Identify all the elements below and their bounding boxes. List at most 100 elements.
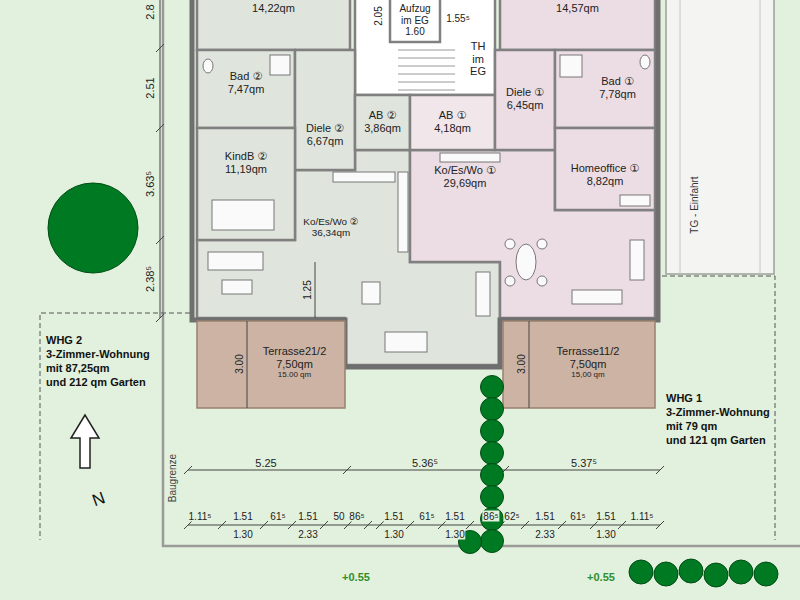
dim-line xyxy=(188,525,660,526)
dimension-label: 2.33 xyxy=(534,529,555,540)
terrace-fill xyxy=(197,321,345,408)
ramp-line xyxy=(680,0,681,274)
room-label: AB ②3,86qm xyxy=(355,109,410,134)
dimension-label: 1.51 xyxy=(534,511,555,522)
tread xyxy=(398,74,455,75)
shrub xyxy=(481,376,504,399)
room-name: AB ② xyxy=(355,109,410,122)
room-name: Terrasse11/2 xyxy=(533,345,643,358)
sofa xyxy=(572,290,622,304)
room-area: 7,50qm xyxy=(247,358,342,371)
kitchen-counter xyxy=(440,153,500,162)
room-area: 7,50qm xyxy=(533,358,643,371)
plan-note: 3-Zimmer-Wohnung xyxy=(45,348,151,360)
dimension-label: 1.51 xyxy=(383,511,404,522)
room-name: KindB ② xyxy=(197,150,295,163)
room-name: Bad ① xyxy=(580,75,655,88)
chair xyxy=(537,276,547,286)
room-box: Ko/Es/Wo ②36,34qm xyxy=(295,170,410,240)
room-name: Aufzug im EG xyxy=(393,3,437,26)
dimension-label: 3.00 xyxy=(234,353,245,374)
room-name: Homeoffice ① xyxy=(555,162,655,175)
room-area: 8,82qm xyxy=(555,175,655,188)
room-box: Terrasse21/27,50qm15.00 qm xyxy=(197,321,345,408)
bed xyxy=(212,200,274,230)
room-name: 14,57qm xyxy=(500,2,655,15)
garden-boundary xyxy=(662,276,775,540)
dimension-label: 61⁵ xyxy=(418,511,435,522)
garage-ramp xyxy=(666,0,774,274)
shrub xyxy=(679,559,703,583)
dim-tick xyxy=(184,466,192,474)
dimension-label: 1.30 xyxy=(232,529,253,540)
shower xyxy=(560,55,582,77)
room-label: Ko/Es/Wo ①29,69qm xyxy=(420,164,510,189)
room-area: 3,86qm xyxy=(355,122,410,135)
dimension-label: 1.51 xyxy=(232,511,253,522)
room-label: Diele ①6,45qm xyxy=(495,86,555,111)
room-box: Bad ①7,78qm xyxy=(555,50,655,128)
shrub xyxy=(754,562,778,586)
tread xyxy=(398,66,455,67)
dimension-label: 2.51 xyxy=(144,76,156,99)
room-box: Aufzug im EG1.60 xyxy=(390,0,440,44)
sofa xyxy=(208,252,263,270)
dimension-label: 62⁵ xyxy=(503,511,520,522)
room-fill xyxy=(197,50,295,128)
ramp-line xyxy=(760,0,761,274)
dimension-label: 1.11⁵ xyxy=(630,511,655,522)
shrub xyxy=(481,464,504,487)
chair xyxy=(537,239,547,249)
furniture xyxy=(203,55,650,352)
shrub xyxy=(481,442,504,465)
shrub xyxy=(481,530,504,553)
dim-tick xyxy=(156,124,164,132)
room-name: 14,22qm xyxy=(197,2,350,15)
room-area: 6,67qm xyxy=(295,135,355,148)
dimension-label: 2.38⁵ xyxy=(144,265,156,293)
room-name: Ko/Es/Wo ① xyxy=(420,164,510,177)
dimension-label: 61⁵ xyxy=(569,511,586,522)
dimension-label: +0.55 xyxy=(341,571,371,583)
room-fill xyxy=(495,50,555,150)
dimension-label: 1.30 xyxy=(595,529,616,540)
dimension-label: 86⁵ xyxy=(348,511,365,522)
room-area: 6,45qm xyxy=(495,99,555,112)
shrub xyxy=(729,560,753,584)
room-box: 14,22qm xyxy=(197,0,350,48)
room-box: Ko/Es/Wo ①29,69qm xyxy=(410,150,555,262)
shower xyxy=(270,55,290,75)
dimension-label: 5.37⁵ xyxy=(570,457,598,469)
kitchen-counter xyxy=(333,172,395,182)
dimension-label: 2.8 xyxy=(144,3,156,20)
room-fill xyxy=(197,0,350,50)
room-name: AB ① xyxy=(410,109,495,122)
toilet xyxy=(640,55,650,69)
room-area: 1.60 xyxy=(393,26,437,38)
room-box: Diele ②6,67qm xyxy=(295,50,355,170)
shrub xyxy=(481,420,504,443)
room-label: Terrasse11/27,50qm15,00 qm xyxy=(533,345,643,379)
dimension-label: 5.36⁵ xyxy=(411,457,439,469)
room-box: TH im EG xyxy=(462,36,494,94)
room-area: 11,19qm xyxy=(197,163,295,176)
dim-line xyxy=(247,321,248,408)
dimension-label: 1.51 xyxy=(444,511,465,522)
room-area: 7,47qm xyxy=(197,83,295,96)
toilet xyxy=(203,59,213,73)
tree xyxy=(48,183,138,273)
room-box: KindB ②11,19qm xyxy=(197,128,295,240)
kitchen-counter xyxy=(398,172,408,252)
room-name: Diele ② xyxy=(295,122,355,135)
trees xyxy=(48,183,778,587)
dim-line xyxy=(188,470,660,471)
room-label: 14,22qm xyxy=(197,2,350,15)
sofa xyxy=(385,332,427,352)
dim-tick xyxy=(156,236,164,244)
room-name: Terrasse21/2 xyxy=(247,345,342,358)
dimension-label: 86⁵ xyxy=(482,511,499,522)
plan-note: mit 79 qm xyxy=(665,420,718,432)
room-label: Bad ①7,78qm xyxy=(580,75,655,100)
